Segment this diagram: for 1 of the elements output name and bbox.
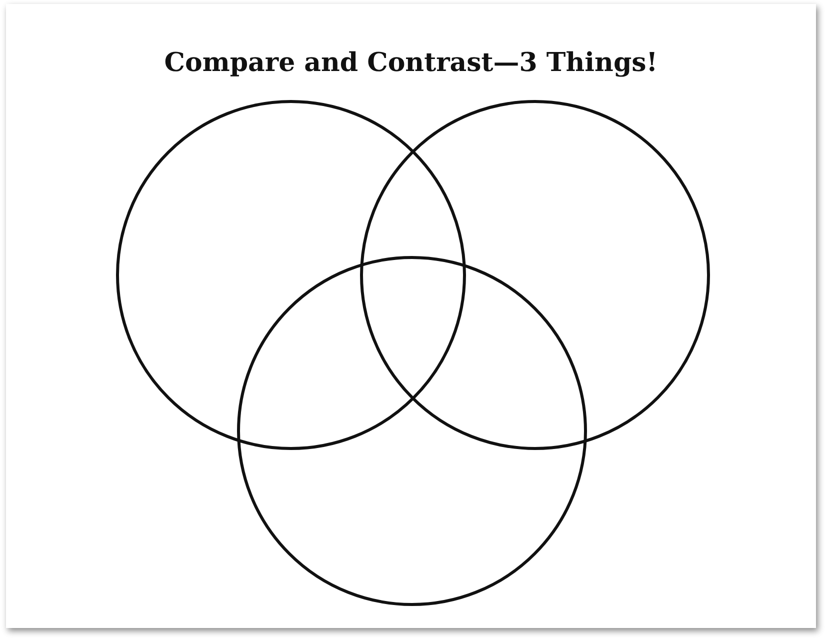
title: Compare and Contrast—3 Things!: [164, 48, 658, 78]
